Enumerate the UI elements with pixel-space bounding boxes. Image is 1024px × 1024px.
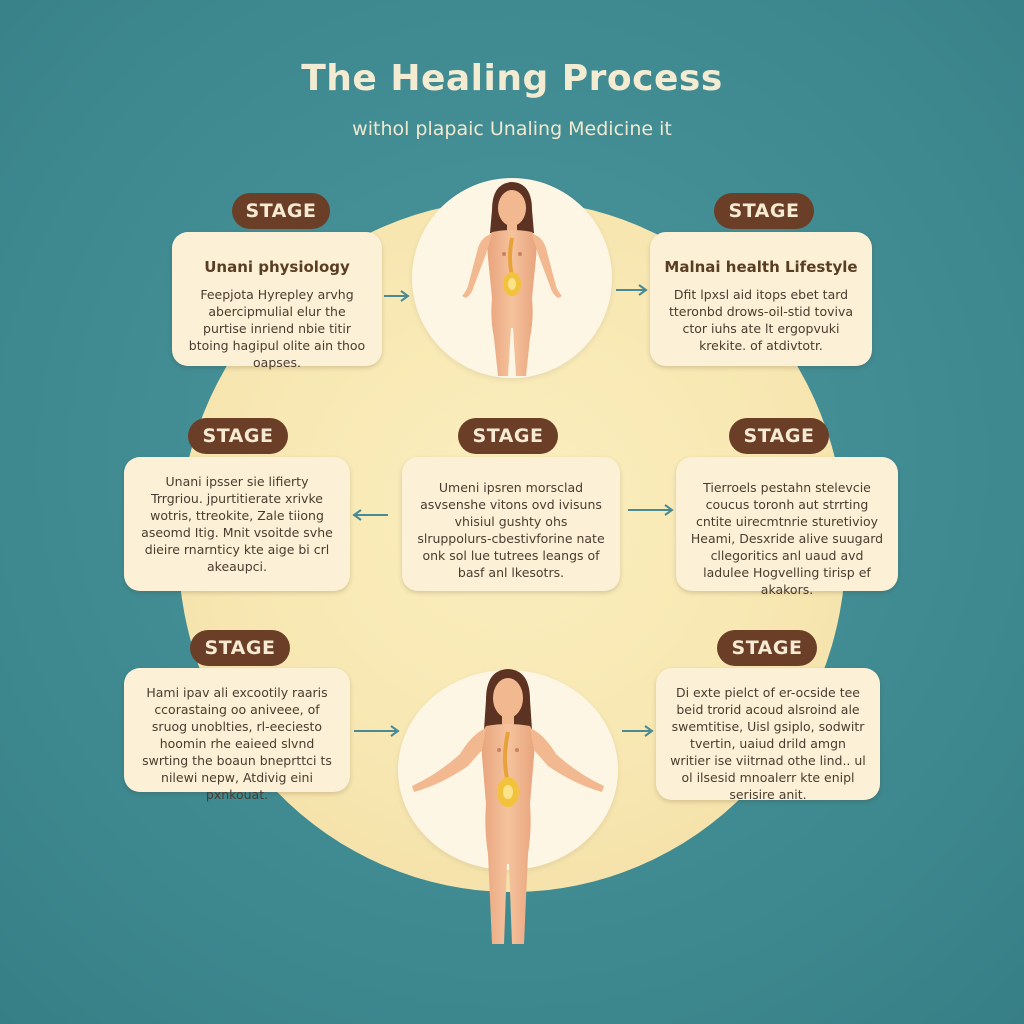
stage-card-text: Hami ipav ali excootily raaris ccorastai…: [142, 685, 332, 802]
stage-card-3: Unani ipsser sie lifierty Trrgriou. jpur…: [124, 457, 350, 591]
arrow-right-icon: [628, 504, 674, 516]
stage-card-text: Umeni ipsren morsclad asvsenshe vitons o…: [417, 480, 605, 580]
arrow-right-icon: [622, 725, 654, 737]
portrait-bottom: [398, 669, 618, 944]
stage-card-6: Hami ipav ali excootily raaris ccorastai…: [124, 668, 350, 802]
stage-card-text: Tierroels pestahn stelevcie coucus toron…: [690, 480, 884, 597]
stage-badge-1: STAGE: [232, 193, 330, 229]
page-subtitle: withol plapaic Unaling Medicine it: [352, 118, 672, 140]
stage-badge-7: STAGE: [717, 630, 817, 666]
arrow-right-icon: [354, 725, 400, 737]
page-title: The Healing Process: [301, 58, 723, 99]
stage-card-heading: Malnai health Lifestyle: [664, 258, 858, 276]
arrow-right-icon: [384, 290, 410, 302]
arrow-left-icon: [352, 509, 388, 521]
stage-card-text: Dfit lpxsl aid itops ebet tard tteronbd …: [668, 287, 854, 353]
stage-card-text: Di exte pielct of er-ocside tee beid tro…: [670, 685, 866, 802]
human-figure-arms-out-icon: [412, 669, 604, 944]
stage-badge-5: STAGE: [729, 418, 829, 454]
stage-card-5: Tierroels pestahn stelevcie coucus toron…: [676, 457, 898, 597]
stage-badge-6: STAGE: [190, 630, 290, 666]
stage-card-7: Di exte pielct of er-ocside tee beid tro…: [656, 668, 880, 802]
stage-card-text: Feepjota Hyrepley arvhg abercipmulial el…: [188, 287, 366, 370]
stage-card-text: Unani ipsser sie lifierty Trrgriou. jpur…: [141, 474, 333, 574]
stage-card-2: Malnai health Lifestyle Dfit lpxsl aid i…: [650, 232, 872, 366]
stage-badge-4: STAGE: [458, 418, 558, 454]
portrait-top: [412, 178, 612, 378]
arrow-right-icon: [616, 284, 648, 296]
stage-badge-2: STAGE: [714, 193, 814, 229]
human-figure-standing-icon: [462, 182, 562, 376]
stage-badge-3: STAGE: [188, 418, 288, 454]
stage-card-4: Umeni ipsren morsclad asvsenshe vitons o…: [402, 457, 620, 591]
stage-card-1: Unani physiology Feepjota Hyrepley arvhg…: [172, 232, 382, 370]
stage-card-heading: Unani physiology: [204, 258, 350, 276]
